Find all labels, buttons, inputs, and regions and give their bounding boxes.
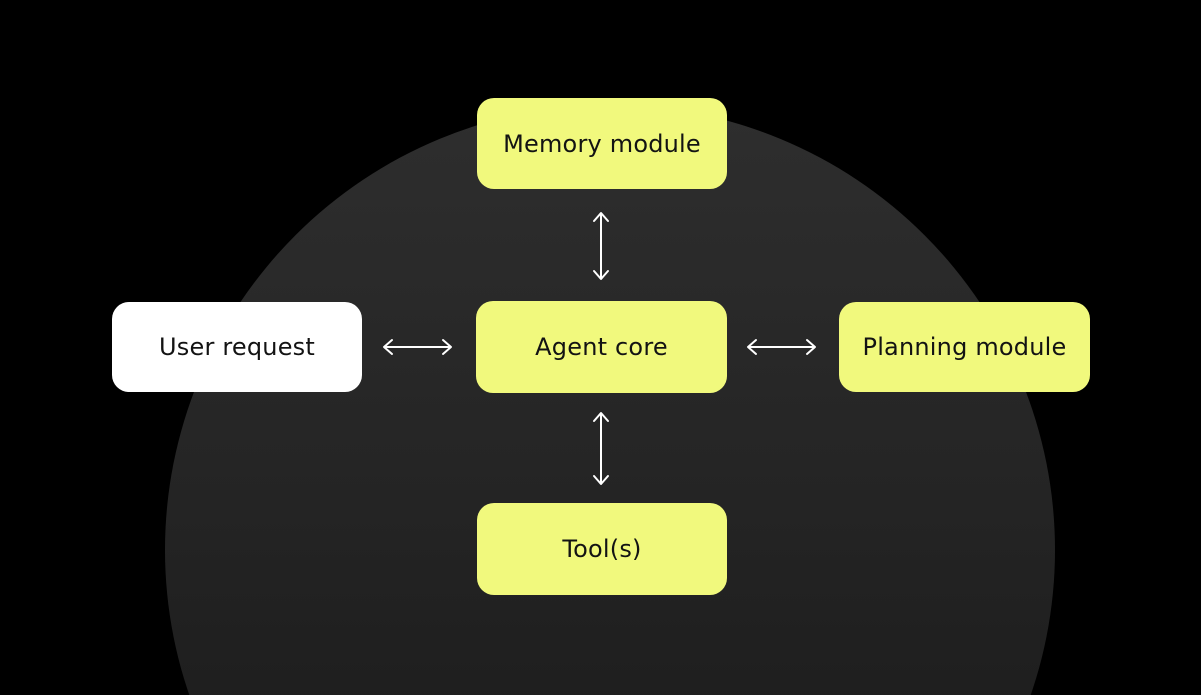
node-user-request-label: User request: [159, 333, 315, 361]
node-agent-core: Agent core: [476, 301, 727, 393]
node-memory-module-label: Memory module: [503, 129, 701, 158]
backdrop-circle: [165, 105, 1055, 695]
node-user-request: User request: [112, 302, 362, 392]
node-memory-module: Memory module: [477, 98, 727, 189]
node-tools-label: Tool(s): [562, 535, 642, 563]
node-tools: Tool(s): [477, 503, 727, 595]
node-planning-module: Planning module: [839, 302, 1090, 392]
node-planning-module-label: Planning module: [862, 333, 1067, 361]
node-agent-core-label: Agent core: [535, 333, 668, 361]
